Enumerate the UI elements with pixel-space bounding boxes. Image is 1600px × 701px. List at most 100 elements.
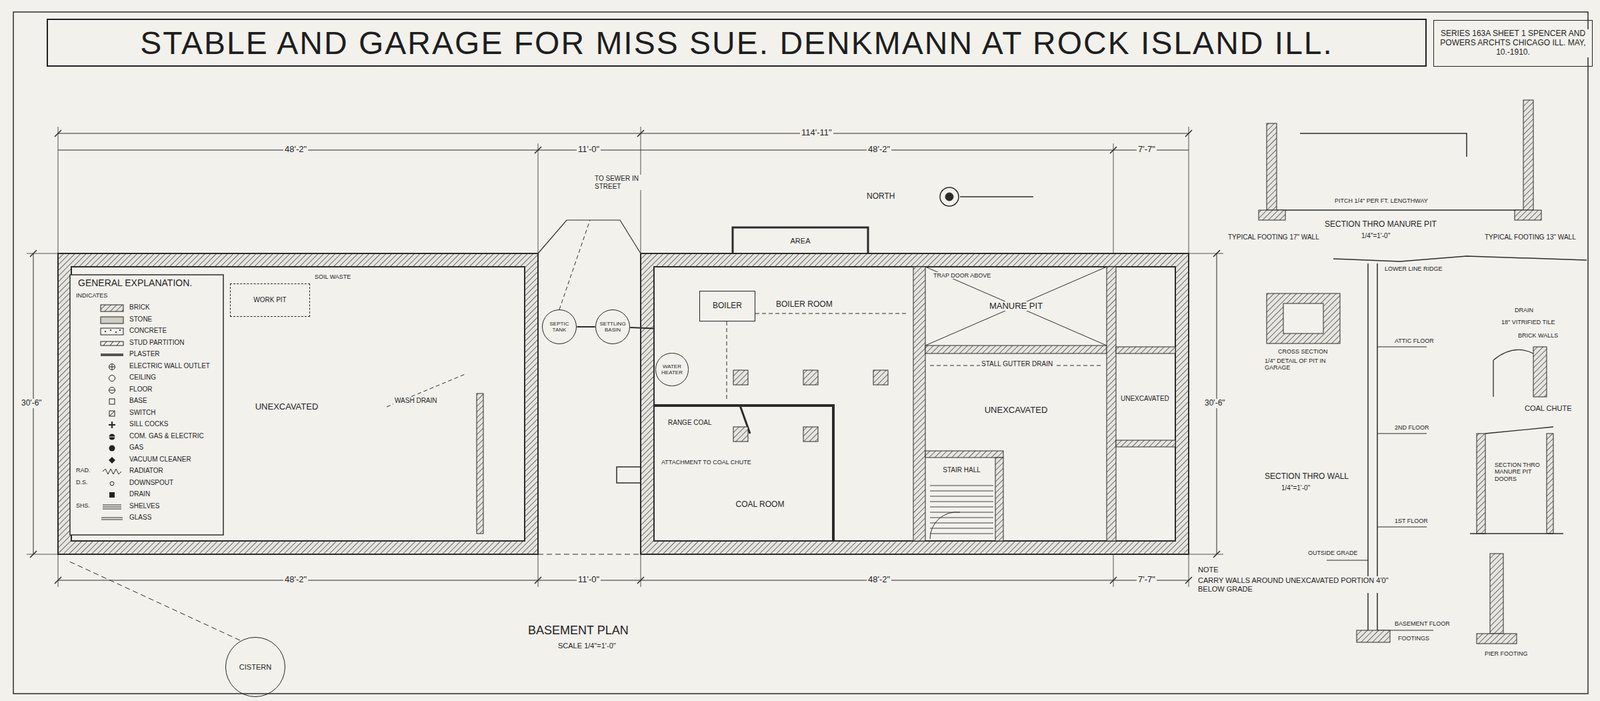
legend-sample xyxy=(100,467,124,476)
annotation: 48'-2" xyxy=(866,144,892,155)
legend-sample xyxy=(100,327,124,336)
annotation: CROSS SECTION xyxy=(1276,348,1330,355)
legend-text: ELECTRIC WALL OUTLET xyxy=(128,362,212,370)
round-fixture: CISTERN xyxy=(225,636,286,697)
legend-text: PLASTER xyxy=(128,350,162,358)
room-label: UNEXCAVATED xyxy=(983,405,1050,416)
room-label: WATER HEATER xyxy=(658,363,685,376)
legend-sample xyxy=(100,432,124,441)
annotation: 48'-2" xyxy=(283,574,308,585)
annotation: BASEMENT PLAN xyxy=(526,623,630,638)
annotation: NOTE xyxy=(1196,565,1220,574)
annotation: 18" VITRIFIED TILE xyxy=(1500,318,1557,326)
legend-text: DOWNSPOUT xyxy=(128,478,175,487)
legend-text: COM. GAS & ELECTRIC xyxy=(128,432,206,440)
legend-sample xyxy=(100,304,124,312)
room-label: BOILER xyxy=(711,301,744,311)
room-area: AREA xyxy=(734,228,867,253)
annotation: INDICATES xyxy=(74,292,109,299)
legend-text: VACUUM CLEANER xyxy=(128,455,193,464)
annotation: TYPICAL FOOTING 13" WALL xyxy=(1483,233,1578,242)
annotation: PITCH 1/4" PER FT. LENGTHWAY xyxy=(1333,197,1430,204)
legend-text: SHELVES xyxy=(128,502,161,510)
annotation: CARRY WALLS AROUND UNEXCAVATED PORTION 4… xyxy=(1196,576,1393,593)
room-label: SETTLING BASIN xyxy=(598,320,627,333)
room-area: COAL ROOM xyxy=(693,474,827,535)
legend-text: STUD PARTITION xyxy=(128,338,186,347)
legend-sample xyxy=(100,479,124,488)
legend-text: RADIATOR xyxy=(128,466,165,475)
annotation: SECTION THRO MANURE PIT DOORS xyxy=(1493,461,1546,482)
legend-text: BRICK xyxy=(128,303,152,312)
room-area: MANURE PIT xyxy=(926,268,1106,344)
annotation: 48'-2" xyxy=(866,574,892,585)
room-label: AREA xyxy=(789,236,812,246)
legend-text: STONE xyxy=(128,315,154,324)
legend-sample xyxy=(100,514,124,522)
legend-sample xyxy=(100,362,124,371)
legend-sample xyxy=(100,316,124,324)
annotation: 2ND FLOOR xyxy=(1393,424,1431,431)
annotation: 1ST FLOOR xyxy=(1393,517,1430,524)
round-fixture: WATER HEATER xyxy=(655,352,688,386)
legend-sample xyxy=(100,409,124,418)
room-area: BOILER ROOM BOILER WATER HEATER xyxy=(654,268,908,399)
title-frame: STABLE AND GARAGE FOR MISS SUE. DENKMANN… xyxy=(46,18,1427,67)
room-area: UNEXCAVATED xyxy=(926,373,1106,447)
annotation: COAL CHUTE xyxy=(1523,404,1574,413)
room-label: BOILER ROOM xyxy=(774,300,834,310)
annotation: 11'-0" xyxy=(576,144,601,155)
legend-sample xyxy=(100,397,124,406)
legend-text: FLOOR xyxy=(128,385,154,394)
annotation: SECTION THRO WALL xyxy=(1263,472,1350,482)
annotation: SECTION THRO MANURE PIT xyxy=(1323,220,1438,230)
room-label: MANURE PIT xyxy=(988,301,1044,312)
legend-sample xyxy=(100,339,124,348)
annotation: SHS. xyxy=(74,502,92,509)
room-label: UNEXCAVATED xyxy=(254,402,320,412)
annotation: RANGE COAL xyxy=(666,418,714,427)
room-label: WORK PIT xyxy=(252,296,288,304)
legend-text: CONCRETE xyxy=(128,326,168,335)
legend-text: CEILING xyxy=(128,373,158,382)
legend-text: BASE xyxy=(128,396,149,405)
annotation: TO SEWER IN STREET xyxy=(593,174,643,190)
round-fixture: SEPTIC TANK xyxy=(542,309,578,345)
annotation: 7'-7" xyxy=(1136,574,1157,585)
annotation: LOWER LINE RIDGE xyxy=(1383,265,1444,272)
title-text: STABLE AND GARAGE FOR MISS SUE. DENKMANN… xyxy=(140,24,1334,62)
annotation: 30'-6" xyxy=(1203,398,1227,408)
legend-sample xyxy=(100,350,124,359)
annotation: BASEMENT FLOOR xyxy=(1393,620,1452,627)
outlined-box: BOILER xyxy=(699,290,756,322)
annotation: GENERAL EXPLANATION. xyxy=(76,277,194,288)
room-area: STAIR HALL xyxy=(930,460,994,480)
annotation: 1/4"=1'-0" xyxy=(1360,232,1392,240)
annotation: TRAP DOOR ABOVE xyxy=(932,272,992,279)
annotation: RAD. xyxy=(74,466,92,474)
legend-sample xyxy=(100,456,124,464)
room-label: CISTERN xyxy=(238,662,273,672)
legend-text: DRAIN xyxy=(128,490,152,498)
annotation: OUTSIDE GRADE xyxy=(1306,549,1360,556)
outlined-box: SERIES 163A SHEET 1 SPENCER AND POWERS A… xyxy=(1433,20,1593,67)
pipe-connector xyxy=(630,327,655,328)
annotation: PIER FOOTING xyxy=(1483,650,1530,657)
annotation: 1/4" DETAIL OF PIT IN GARAGE xyxy=(1263,357,1343,372)
legend-sample xyxy=(100,386,124,394)
legend-text: SWITCH xyxy=(128,408,157,417)
annotation: 114'-11" xyxy=(800,128,834,138)
annotation: NORTH xyxy=(865,192,896,202)
legend-sample xyxy=(100,444,124,452)
room-label: SEPTIC TANK xyxy=(544,320,574,333)
legend-sample xyxy=(100,490,124,499)
pipe-connector xyxy=(576,326,595,328)
annotation: BRICK WALLS xyxy=(1516,332,1560,339)
annotation: SCALE 1/4"=1'-0" xyxy=(556,641,618,650)
annotation: TYPICAL FOOTING 17" WALL xyxy=(1226,233,1321,242)
legend-sample xyxy=(100,502,124,511)
annotation: SOIL WASTE xyxy=(313,273,352,280)
annotation: 30'-6" xyxy=(20,398,44,408)
